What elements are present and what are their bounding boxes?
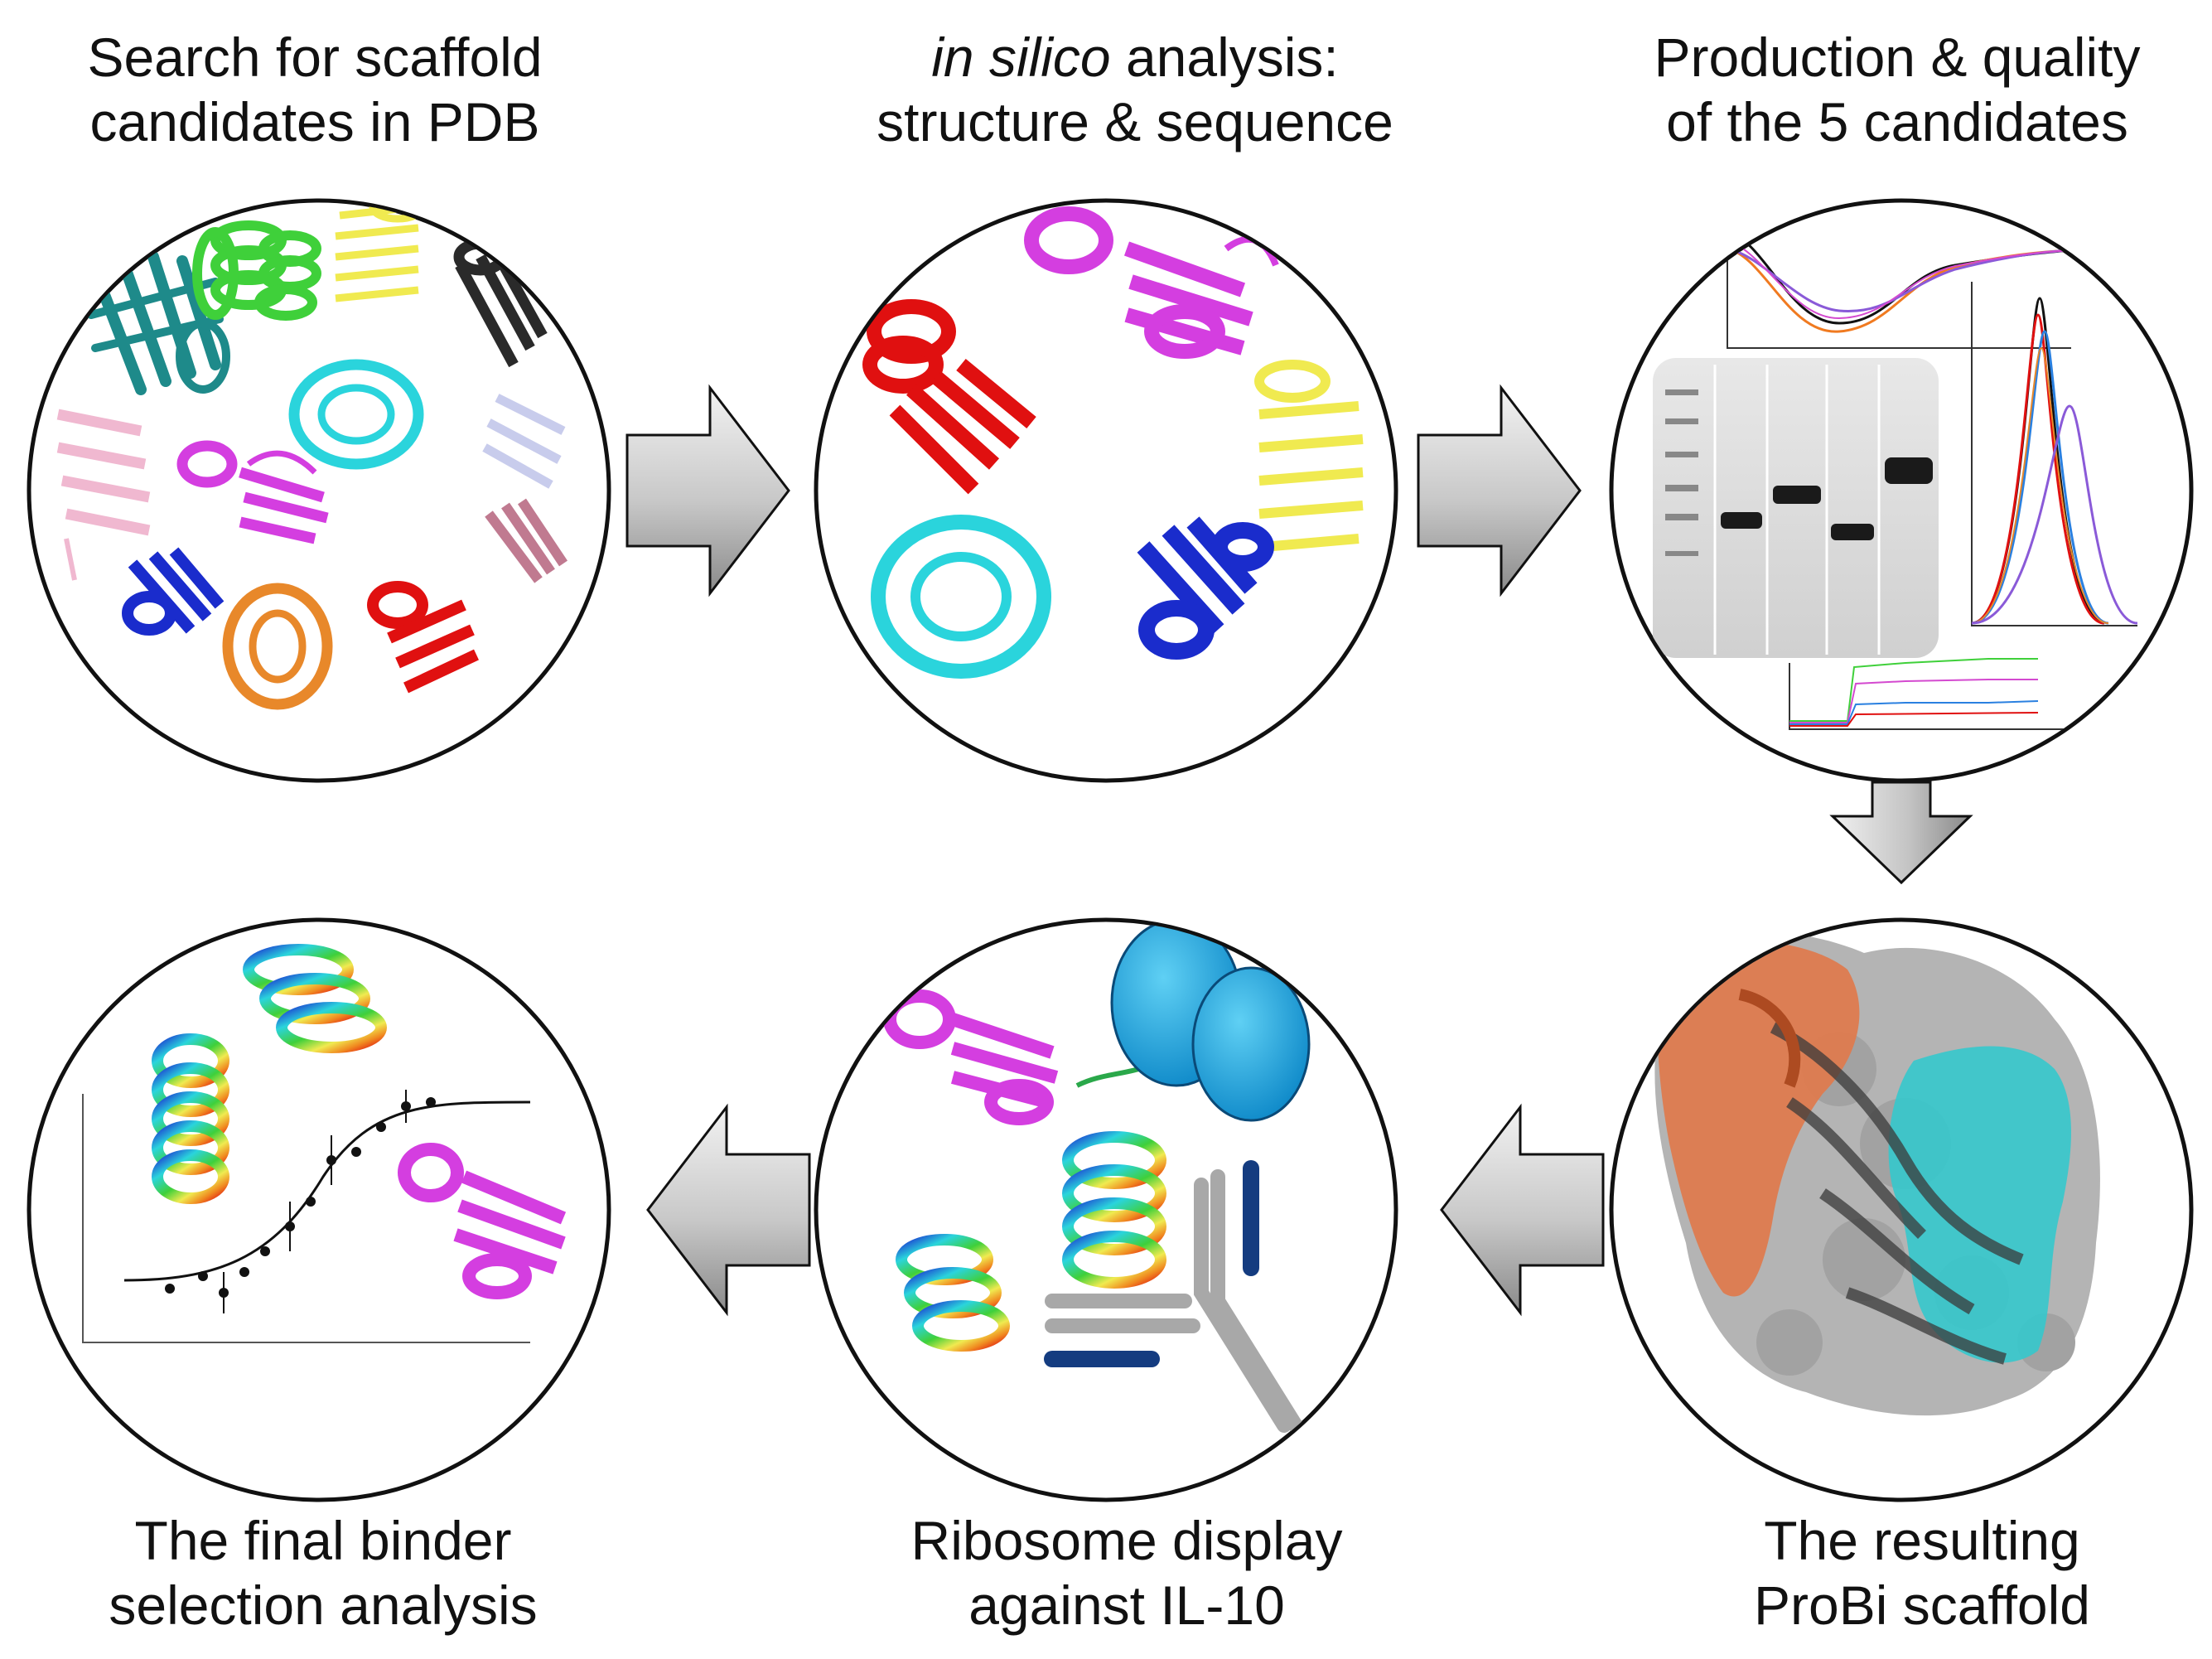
protein-magenta-display xyxy=(883,989,1059,1125)
binding-error-bars xyxy=(223,1090,407,1313)
in-silico-italic: in silico xyxy=(931,27,1111,88)
label-ribosome: Ribosome display against IL-10 xyxy=(910,1510,1343,1636)
circle-pdb-search xyxy=(27,198,611,783)
label-binder: The final binder selection analysis xyxy=(109,1510,538,1636)
arrow-left-1 xyxy=(1440,1103,1605,1317)
protein-teal-barrel xyxy=(87,251,230,395)
protein-cyan-tim xyxy=(288,359,424,470)
protein-magenta-large xyxy=(1024,206,1279,359)
label-probi: The resulting ProBi scaffold xyxy=(1754,1510,2090,1636)
protein-magenta-fold xyxy=(176,440,329,544)
protein-orange-fold xyxy=(222,583,333,710)
ribosome-icon xyxy=(1110,921,1311,1122)
production-panels xyxy=(1653,207,2138,730)
thermal-trace-plot xyxy=(1789,658,2071,730)
ribosome-display-scene xyxy=(883,921,1311,1441)
protein-black-barrel xyxy=(453,238,548,368)
label-in-silico: in silico analysis: structure & sequence xyxy=(877,27,1393,152)
rainbow-binder-final xyxy=(152,944,387,1204)
protein-cyan-tim-large xyxy=(871,515,1051,679)
binder-analysis-scene xyxy=(82,944,567,1343)
antibody-icon xyxy=(1044,1160,1308,1441)
surface-orange-patch xyxy=(1657,941,1860,1297)
protein-pink-sandwich xyxy=(56,409,151,581)
protein-green-helices xyxy=(192,220,321,321)
protein-yellow-solenoid-large xyxy=(1254,360,1364,552)
arrow-down xyxy=(1829,781,1973,885)
protein-lavender-barrel xyxy=(482,394,566,489)
circle-production-quality xyxy=(1609,198,2194,783)
protein-blue-fold xyxy=(122,547,225,636)
circle-binder-analysis xyxy=(27,917,611,1502)
binding-curve-points xyxy=(165,1097,436,1298)
protein-red-barrel-large xyxy=(862,299,1036,495)
silico-protein-structures xyxy=(862,206,1364,679)
sds-gel-image xyxy=(1653,358,1939,658)
rainbow-binder-helices xyxy=(896,1131,1166,1352)
label-production: Production & quality of the 5 candidates xyxy=(1654,27,2141,152)
circle-probi-scaffold xyxy=(1609,917,2194,1502)
protein-red-barrel xyxy=(367,581,479,694)
circle-in-silico xyxy=(814,198,1398,783)
arrow-left-2 xyxy=(646,1103,811,1317)
arrow-right-2 xyxy=(1417,384,1582,597)
pdb-protein-structures xyxy=(56,202,567,710)
protein-blue-large xyxy=(1137,516,1274,660)
sec-peaks-plot xyxy=(1971,282,2138,626)
protein-mauve-sandwich xyxy=(485,498,567,583)
protein-magenta-final xyxy=(398,1143,567,1299)
circle-ribosome-display xyxy=(814,917,1398,1502)
cartoon-ribbon-overlay xyxy=(1738,989,2024,1365)
gel-ladder-bands xyxy=(1665,389,1698,556)
label-search: Search for scaffold candidates in PDB xyxy=(87,27,543,152)
gel-protein-bands xyxy=(1721,457,1933,540)
probi-surface-model xyxy=(1654,932,2100,1416)
arrow-right-1 xyxy=(625,384,790,597)
